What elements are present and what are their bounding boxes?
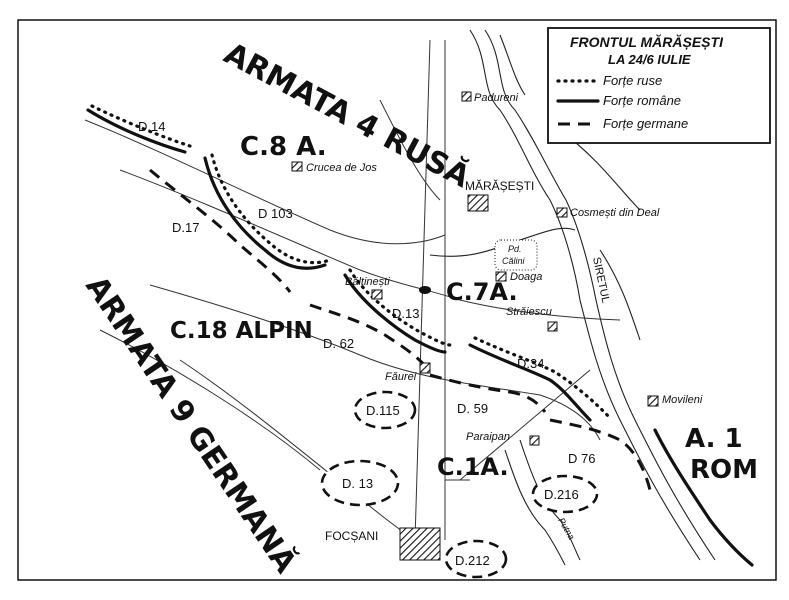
division-label-d59: D. 59 bbox=[457, 401, 488, 416]
forest-calini-label-2: Călini bbox=[502, 256, 526, 266]
division-label-d216: D.216 bbox=[544, 487, 579, 502]
russian-front-lines bbox=[90, 104, 612, 420]
place-label-doaga: Doaga bbox=[510, 271, 542, 283]
place-label-faurei: Făurei bbox=[385, 371, 417, 383]
division-ellipse-d212 bbox=[444, 539, 508, 579]
town-marasesti-symbol bbox=[467, 194, 489, 212]
place-label-focsani: FOCȘANI bbox=[325, 529, 378, 543]
division-label-d103: D 103 bbox=[258, 206, 293, 221]
division-label-d13-south: D. 13 bbox=[342, 476, 373, 491]
rivers bbox=[429, 29, 716, 566]
division-label-d14: D.14 bbox=[138, 119, 165, 134]
corps-label-c18: C.18 ALPIN bbox=[170, 318, 313, 344]
town-padureni-symbol bbox=[461, 91, 472, 102]
place-label-movileni: Movileni bbox=[662, 394, 703, 406]
legend: FRONTUL MĂRĂȘEȘTI LA 24/6 IULIE Forțe ru… bbox=[547, 27, 771, 144]
romanian-front-lines bbox=[86, 108, 754, 567]
division-ellipse-d216 bbox=[531, 474, 599, 514]
terrain-lines bbox=[84, 39, 621, 541]
forest-calini bbox=[494, 239, 538, 271]
corps-label-c1a: C.1A. bbox=[437, 453, 509, 481]
division-label-d34: D.34 bbox=[517, 356, 544, 371]
marker-blob bbox=[419, 286, 431, 294]
division-label-d62: D. 62 bbox=[323, 336, 354, 351]
corps-label-c8a: C.8 A. bbox=[240, 132, 327, 162]
division-label-d76: D 76 bbox=[568, 451, 595, 466]
place-label-marasesti: MĂRĂȘEȘTI bbox=[465, 178, 534, 193]
division-label-d212: D.212 bbox=[455, 553, 490, 568]
german-front-lines bbox=[149, 168, 652, 491]
army-romanian-label-1: A. 1 bbox=[685, 424, 743, 454]
town-baltinesti-symbol bbox=[371, 289, 383, 300]
town-doaga-symbol bbox=[495, 271, 507, 282]
division-ellipse-d13-south bbox=[320, 459, 400, 507]
german-division-ellipses: D.115 D. 13 D.216 D.212 bbox=[320, 390, 599, 579]
town-focsani-symbol bbox=[399, 527, 441, 561]
town-movileni-symbol bbox=[647, 395, 659, 407]
place-label-straiescu: Străiescu bbox=[506, 306, 552, 318]
forest-calini-label-1: Pd. bbox=[508, 244, 522, 254]
legend-title-1: FRONTUL MĂRĂȘEȘTI bbox=[570, 34, 724, 50]
town-crucea-symbol bbox=[291, 161, 303, 172]
town-cosmesti-symbol bbox=[556, 207, 568, 218]
place-label-baltinesti: Băltinești bbox=[345, 276, 390, 288]
legend-label-solid: Forțe române bbox=[603, 93, 681, 108]
place-label-padureni: Padureni bbox=[474, 92, 519, 104]
town-paraipan-symbol bbox=[529, 435, 540, 446]
place-label-cosmesti: Cosmești din Deal bbox=[570, 207, 660, 219]
corps-label-c7a: C.7A. bbox=[446, 278, 518, 306]
town-symbols bbox=[291, 91, 659, 561]
place-label-paraipan: Paraipan bbox=[466, 431, 510, 443]
legend-title-2: LA 24/6 IULIE bbox=[608, 52, 691, 67]
division-ellipse-d115 bbox=[353, 390, 417, 430]
town-faurei-symbol bbox=[419, 362, 431, 374]
legend-label-dotted: Forțe ruse bbox=[603, 73, 662, 88]
place-label-crucea: Crucea de Jos bbox=[306, 162, 377, 174]
division-label-d115: D.115 bbox=[366, 403, 400, 418]
town-straiescu-symbol bbox=[547, 321, 558, 332]
division-label-d13-north: D.13 bbox=[392, 306, 419, 321]
division-label-d17: D.17 bbox=[172, 220, 199, 235]
army-romanian-label-2: ROM bbox=[690, 455, 758, 485]
legend-label-dashed: Forțe germane bbox=[603, 116, 688, 131]
